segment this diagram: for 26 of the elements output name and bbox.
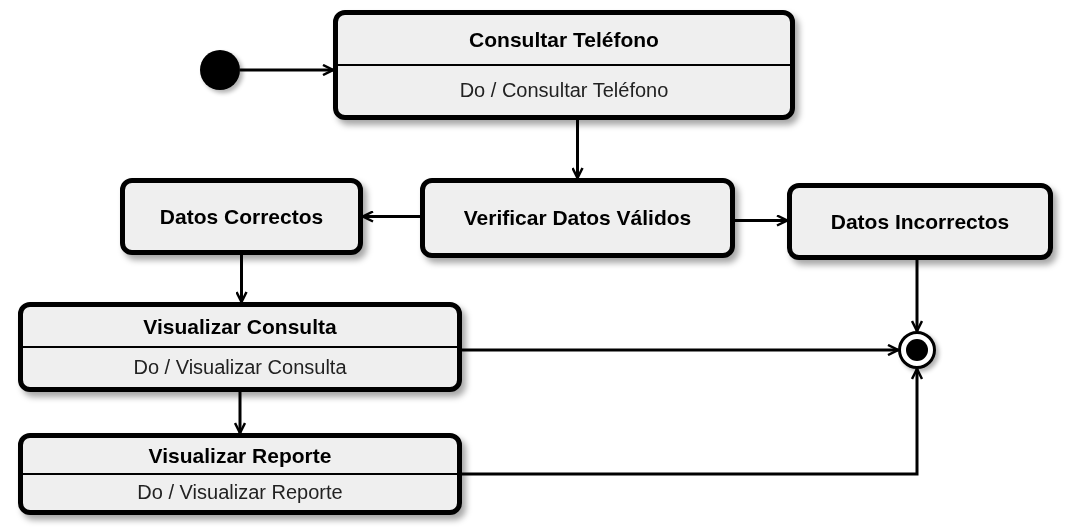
final-state-circle — [898, 331, 936, 369]
arrow — [735, 214, 789, 227]
state-box — [18, 302, 462, 392]
arrow — [462, 343, 900, 357]
arrow — [235, 255, 248, 304]
state-activity: Do / Visualizar Reporte — [137, 481, 343, 504]
arrow — [361, 210, 420, 223]
state-activity: Do / Visualizar Consulta — [133, 356, 347, 379]
arrow — [233, 392, 247, 435]
state-box — [787, 183, 1053, 260]
state-box — [18, 433, 462, 515]
state-name: Datos Incorrectos — [830, 209, 1010, 234]
state-box — [120, 178, 363, 255]
state-name: Consultar Teléfono — [469, 27, 659, 52]
arrow — [910, 260, 924, 333]
arrow — [462, 367, 924, 476]
arrow — [571, 120, 584, 180]
state-box — [420, 178, 735, 258]
arrow — [240, 63, 335, 77]
state-activity: Do / Consultar Teléfono — [459, 79, 669, 102]
state-name: Verificar Datos Válidos — [463, 206, 692, 230]
state-box — [333, 10, 795, 120]
state-name: Visualizar Consulta — [143, 314, 337, 339]
state-name: Visualizar Reporte — [148, 443, 332, 468]
state-name: Datos Correctos — [159, 204, 324, 229]
initial-state-dot — [200, 50, 240, 90]
